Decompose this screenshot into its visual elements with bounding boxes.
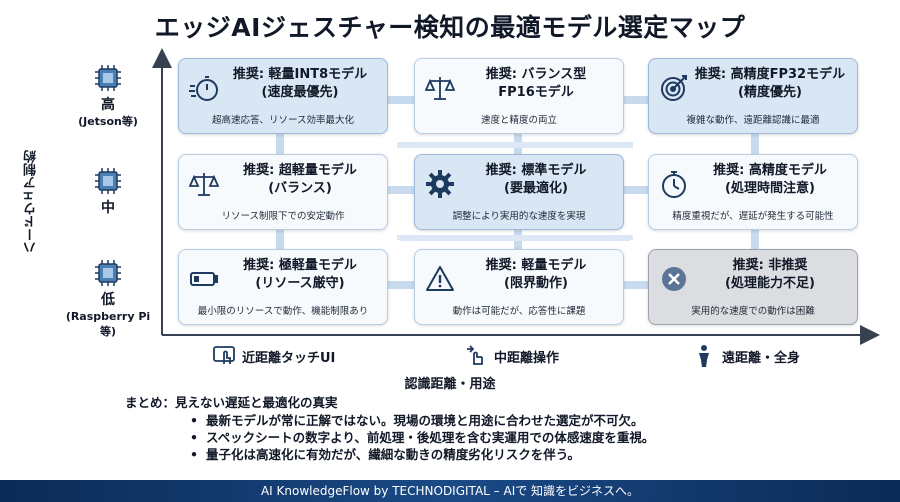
x-category-far: 遠距離・全身 — [692, 344, 800, 368]
y-axis-label: ハードウェア制約 — [24, 150, 39, 254]
summary-point: スペックシートの数字より、前処理・後処理を含む実運用での体感速度を重視。 — [190, 429, 825, 446]
cell-high-near: 推奨: 軽量INT8モデル(速度最優先) 超高速応答、リソース効率最大化 — [178, 58, 388, 134]
balance-scale-icon — [424, 73, 456, 103]
gear-icon — [425, 169, 455, 199]
cell-high-far: 推奨: 高精度FP32モデル(精度優先) 複雑な動作、遠距離認識に最適 — [648, 58, 858, 134]
warning-icon — [425, 264, 455, 294]
summary-point: 最新モデルが常に正解ではない。現場の環境と用途に合わせた選定が不可欠。 — [190, 412, 825, 429]
y-level-mid: 中 — [58, 166, 158, 217]
person-icon — [699, 345, 709, 367]
footer: AI KnowledgeFlow by TECHNODIGITAL – AIで … — [0, 480, 900, 502]
balance-scale-icon — [188, 169, 220, 199]
cell-mid-far: 推奨: 高精度モデル(処理時間注意) 精度重視だが、遅延が発生する可能性 — [648, 154, 858, 230]
touch-screen-icon — [213, 346, 235, 364]
hand-swipe-icon — [467, 345, 483, 365]
summary-point: 量子化は高速化に有効だが、繊細な動きの精度劣化リスクを伴う。 — [190, 446, 825, 463]
target-icon — [659, 73, 689, 103]
x-circle-icon — [659, 264, 689, 294]
y-level-low: 低 (Raspberry Pi等) — [58, 258, 158, 339]
chip-icon — [93, 166, 123, 196]
chip-icon — [93, 258, 123, 288]
x-category-near: 近距離タッチUI — [212, 344, 335, 368]
cell-mid-mid: 推奨: 標準モデル(要最適化) 調整により実用的な速度を実現 — [414, 154, 624, 230]
battery-low-icon — [189, 264, 219, 294]
cell-low-far: 推奨: 非推奨(処理能力不足) 実用的な速度での動作は困難 — [648, 249, 858, 325]
y-level-high: 高 (Jetson等) — [58, 63, 158, 129]
summary-heading: まとめ：見えない遅延と最適化の真実 — [125, 395, 338, 410]
summary: まとめ：見えない遅延と最適化の真実 最新モデルが常に正解ではない。現場の環境と用… — [125, 394, 825, 463]
stopwatch-fast-icon — [189, 73, 219, 103]
cell-low-mid: 推奨: 軽量モデル(限界動作) 動作は可能だが、応答性に課題 — [414, 249, 624, 325]
x-category-mid: 中距離操作 — [464, 344, 559, 368]
cell-low-near: 推奨: 極軽量モデル(リソース厳守) 最小限のリソースで動作、機能制限あり — [178, 249, 388, 325]
cell-mid-near: 推奨: 超軽量モデル(バランス) リソース制限下での安定動作 — [178, 154, 388, 230]
x-axis-label: 認識距離・用途 — [404, 377, 496, 392]
page-title: エッジAIジェスチャー検知の最適モデル選定マップ — [154, 13, 746, 42]
chip-icon — [93, 63, 123, 93]
stopwatch-icon — [659, 169, 689, 199]
